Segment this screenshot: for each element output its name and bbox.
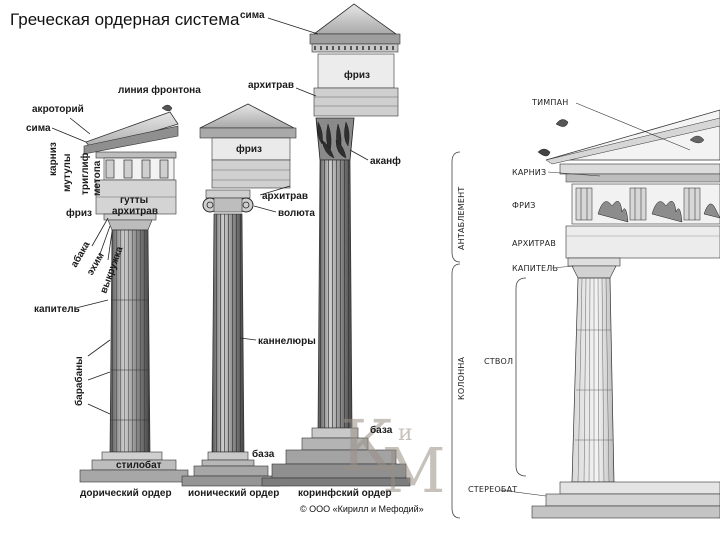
label-metope: метопа xyxy=(92,160,103,196)
label-r-architrave: АРХИТРАВ xyxy=(512,239,556,248)
label-corinthian-sima: сима xyxy=(240,10,265,21)
label-r-entablature: АНТАБЛЕМЕНТ xyxy=(457,187,466,250)
label-triglyph: триглиф xyxy=(79,152,91,195)
akroterion-shape xyxy=(162,105,172,111)
temple-elevation: ТИМПАН КАРНИЗ ФРИЗ АРХИТРАВ КАПИТЕЛЬ СТВ… xyxy=(452,98,720,518)
caption-ionic: ионический ордер xyxy=(188,488,279,499)
copyright-text: © ООО «Кирилл и Мефодий» xyxy=(300,504,424,514)
label-frieze: фриз xyxy=(66,207,92,219)
label-guttae: гутты xyxy=(120,195,148,206)
label-capital: капитель xyxy=(34,304,80,315)
order-captions: дорический ордер ионический ордер коринф… xyxy=(80,487,424,514)
label-architrave: архитрав xyxy=(112,206,158,217)
label-akroterion: акроторий xyxy=(32,104,84,115)
label-acanthus: аканф xyxy=(370,155,401,167)
label-ionic-base: база xyxy=(252,448,275,460)
label-r-cornice: КАРНИЗ xyxy=(512,168,546,177)
label-tympanum: ТИМПАН xyxy=(531,98,568,107)
label-drums: барабаны xyxy=(73,356,85,406)
label-stylobate: стилобат xyxy=(116,459,162,471)
label-mutules: мутулы xyxy=(62,154,73,192)
label-corinthian-frieze: фриз xyxy=(344,69,370,81)
label-r-shaft: СТВОЛ xyxy=(484,357,513,366)
label-r-capital: КАПИТЕЛЬ xyxy=(512,264,558,273)
label-corinthian-architrave: архитрав xyxy=(248,80,294,91)
label-cornice: карниз xyxy=(48,142,59,176)
label-corinthian-base: база xyxy=(370,424,393,436)
caption-corinthian: коринфский ордер xyxy=(298,487,392,499)
label-sima: сима xyxy=(26,123,51,134)
label-volute: волюта xyxy=(278,208,315,219)
label-pediment-line: линия фронтона xyxy=(118,84,201,96)
label-r-frieze: ФРИЗ xyxy=(512,201,536,210)
ionic-order xyxy=(182,104,296,486)
label-ionic-frieze: фриз xyxy=(236,143,262,155)
label-r-column: КОЛОННА xyxy=(457,356,466,400)
label-echinus: эхим xyxy=(85,251,107,278)
label-flutes: каннелюры xyxy=(258,336,316,347)
label-r-stereobate: СТЕРЕОБАТ xyxy=(468,485,517,494)
caption-doric: дорический ордер xyxy=(80,488,172,499)
